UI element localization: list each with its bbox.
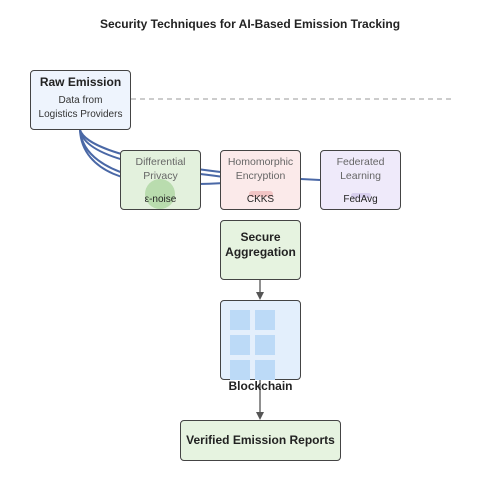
secure-line1: Secure xyxy=(240,230,281,244)
block-cell-icon xyxy=(255,310,275,330)
blockchain-node xyxy=(220,300,301,380)
block-cell-icon xyxy=(230,335,250,355)
he-line2: Encryption xyxy=(235,170,286,182)
cipher-bar-icon xyxy=(249,191,273,197)
noise-blob-icon xyxy=(145,179,175,209)
differential-privacy-node: Differential Privacy ε-noise xyxy=(120,150,201,210)
raw-emission-line1: Data from xyxy=(58,95,103,106)
block-cell-icon xyxy=(255,360,275,380)
raw-emission-line2: Logistics Providers xyxy=(38,109,123,120)
model-bar-icon xyxy=(351,193,371,198)
block-cell-icon xyxy=(255,335,275,355)
diagram-title: Security Techniques for AI-Based Emissio… xyxy=(99,17,401,31)
blockchain-label: Blockchain xyxy=(228,379,293,393)
dp-sub: ε-noise xyxy=(144,194,177,205)
homomorphic-encryption-node: Homomorphic Encryption CKKS xyxy=(220,150,301,210)
raw-emission-node: Raw Emission Data from Logistics Provide… xyxy=(30,70,131,130)
raw-emission-heading: Raw Emission xyxy=(39,75,122,89)
block-cell-icon xyxy=(230,310,250,330)
dp-line2: Privacy xyxy=(143,170,178,182)
fl-line2: Learning xyxy=(340,170,381,182)
he-line1: Homomorphic xyxy=(227,156,294,168)
fl-sub: FedAvg xyxy=(343,194,378,205)
verified-label: Verified Emission Reports xyxy=(186,433,335,447)
block-cell-icon xyxy=(230,360,250,380)
dp-line1: Differential xyxy=(135,156,186,168)
verified-reports-node: Verified Emission Reports xyxy=(180,420,341,461)
federated-learning-node: Federated Learning FedAvg xyxy=(320,150,401,210)
secure-line2: Aggregation xyxy=(225,245,296,259)
fl-line1: Federated xyxy=(336,156,385,168)
secure-aggregation-node: Secure Aggregation xyxy=(220,220,301,280)
he-sub: CKKS xyxy=(246,194,275,205)
